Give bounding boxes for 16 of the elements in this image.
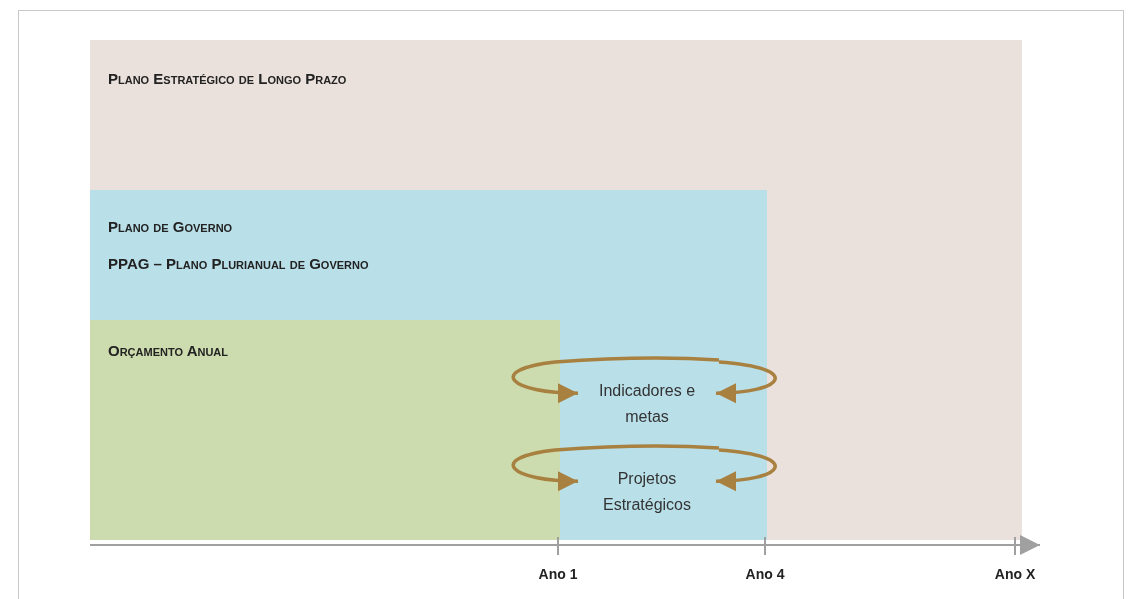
cycle-label: Indicadores e metas (580, 374, 714, 434)
cycle-label: Projetos Estratégicos (580, 462, 714, 522)
axis-label: Ano 4 (745, 566, 785, 582)
cycle-arrow (715, 448, 777, 491)
axis-label: Ano 1 (538, 566, 578, 582)
cycle-arrow (715, 360, 777, 403)
area-title: PPAG – Plano Plurianual de Governo (108, 255, 369, 272)
plan-area (90, 190, 767, 540)
area-title: Plano Estratégico de Longo Prazo (108, 70, 347, 87)
area-title: Orçamento Anual (108, 342, 228, 359)
axis-label: Ano X (994, 566, 1036, 582)
cycle-arrow (511, 444, 720, 491)
area-title: Plano de Governo (108, 218, 233, 235)
plan-area (90, 320, 560, 540)
plan-area (90, 40, 1022, 540)
cycle-arrow (511, 356, 720, 403)
